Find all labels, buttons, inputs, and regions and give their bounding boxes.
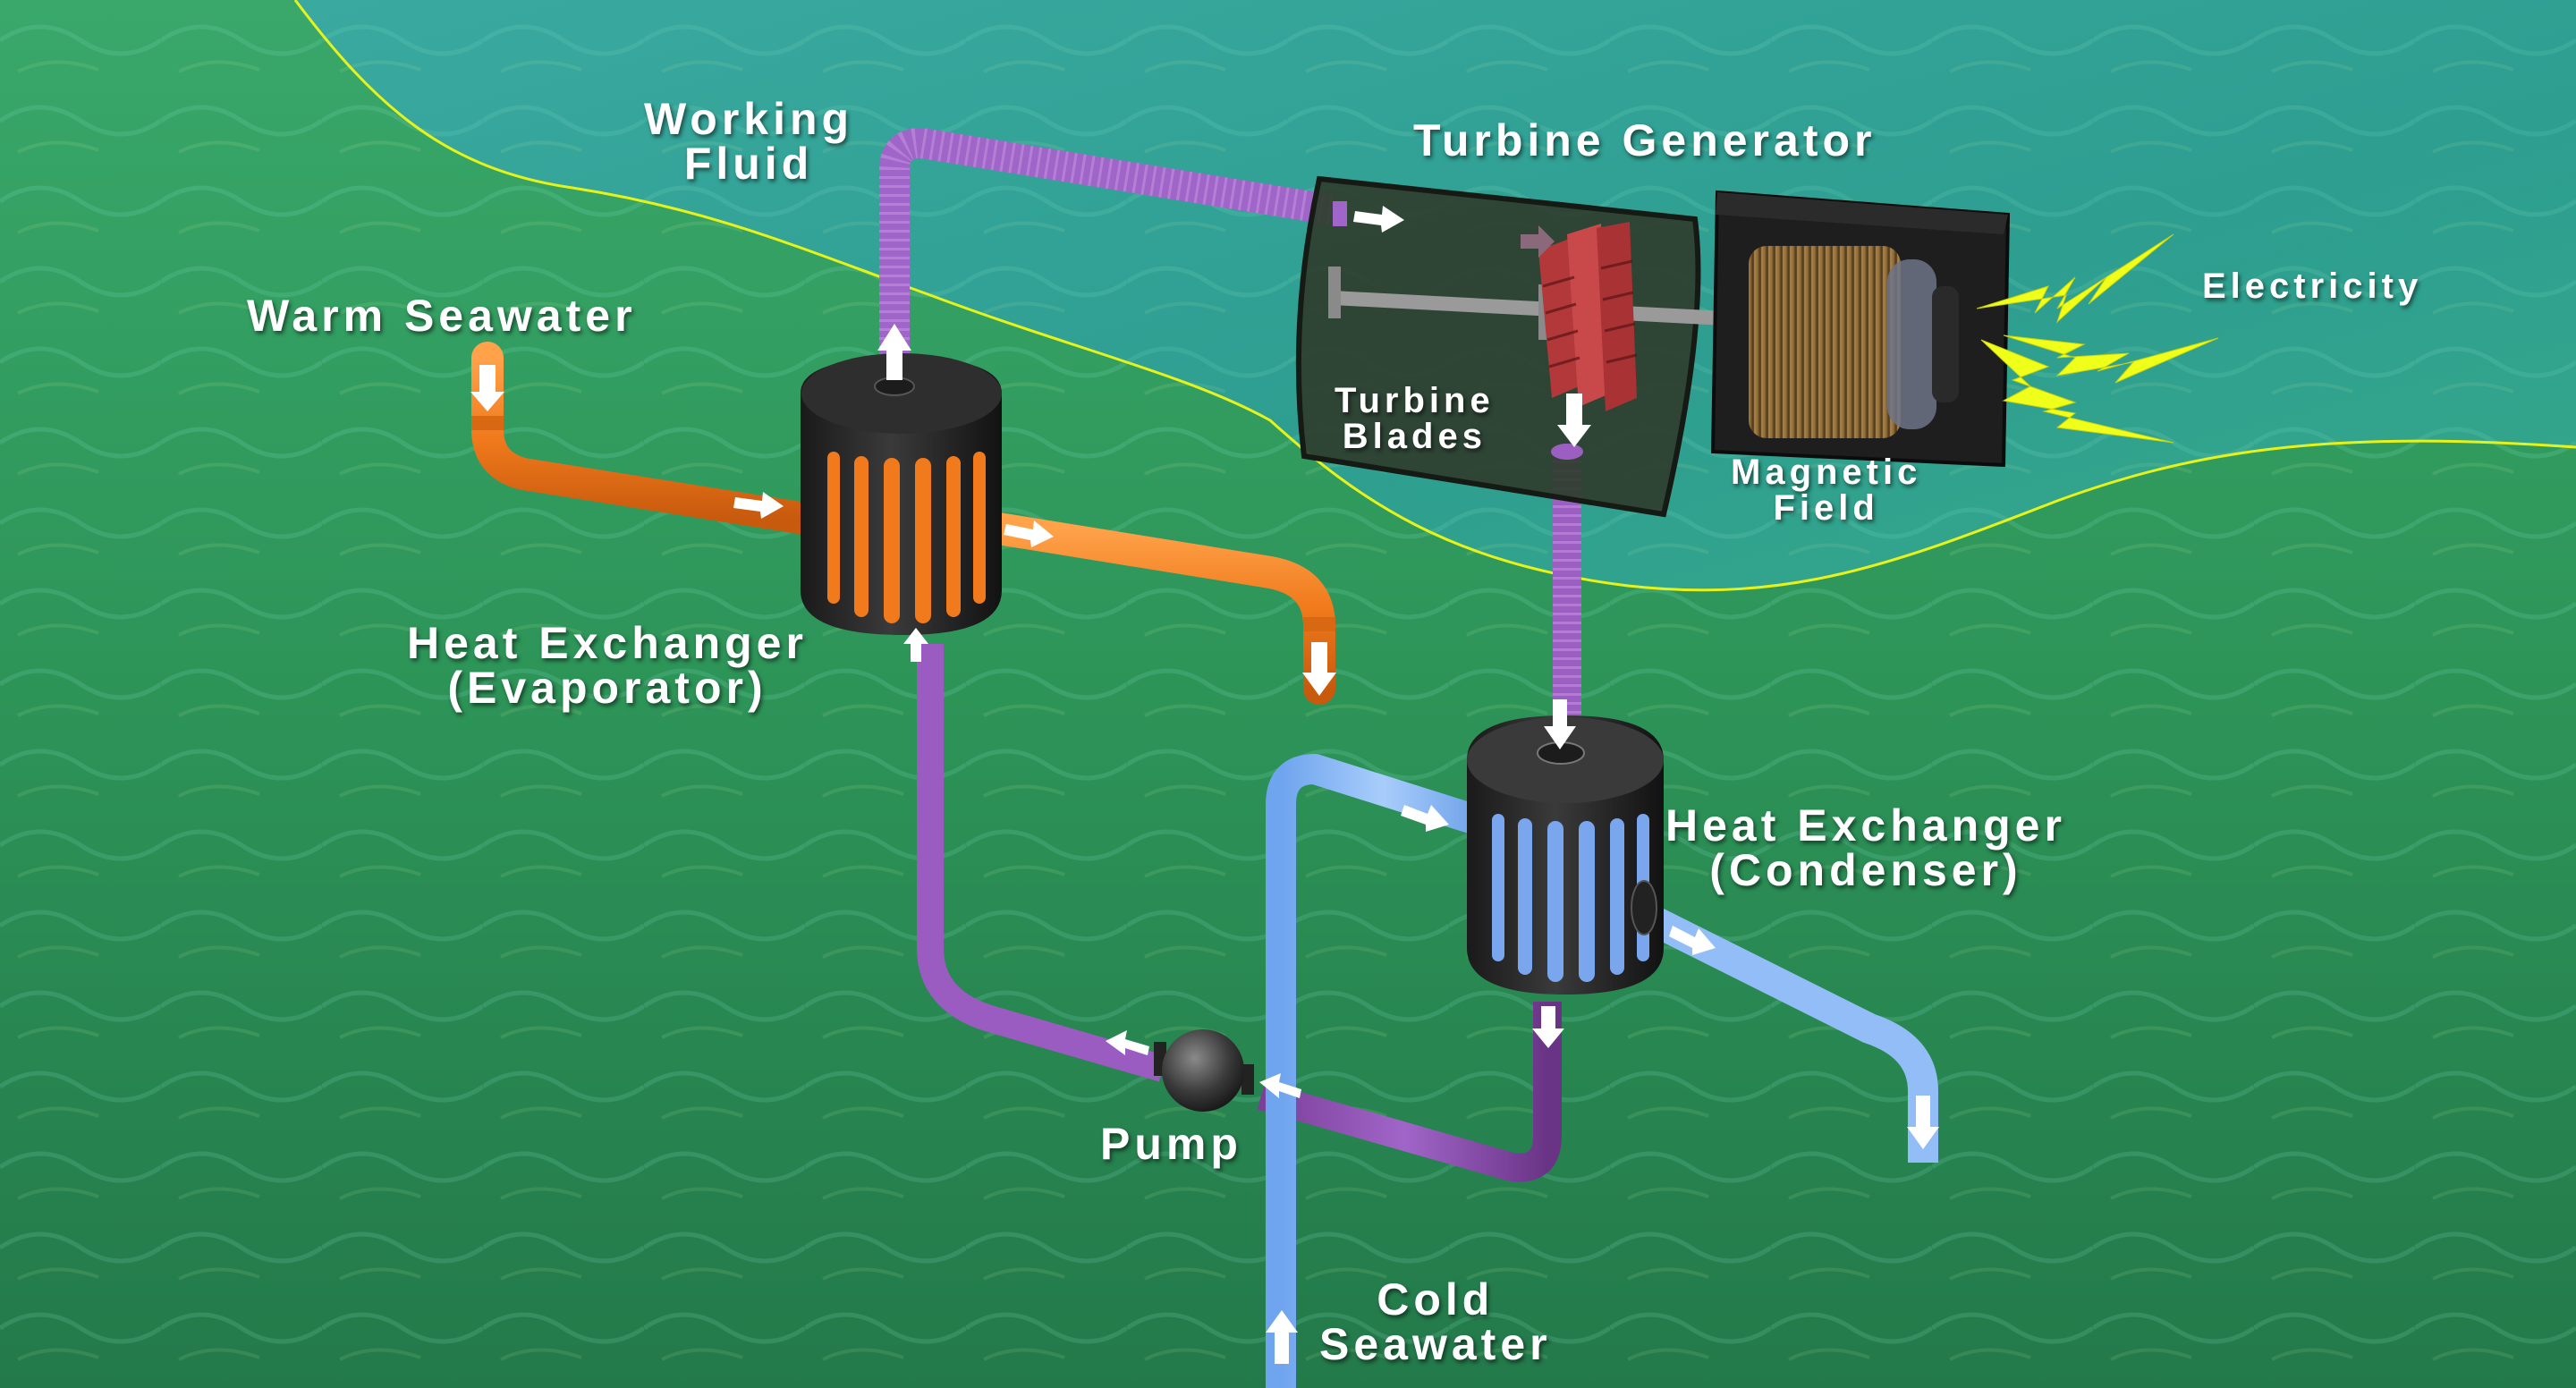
arrow-left-icon: [1106, 1030, 1149, 1055]
label-evaporator: Heat Exchanger (Evaporator): [407, 621, 808, 710]
arrow-down-icon: [1557, 394, 1591, 447]
arrow-left-icon: [1259, 1073, 1301, 1098]
condenser-heat-exchanger: [1467, 715, 1664, 994]
label-evaporator-line1: Heat Exchanger: [407, 618, 808, 668]
label-working-fluid-line2: Fluid: [683, 139, 814, 189]
label-turbine-blades: Turbine Blades: [1335, 383, 1495, 454]
label-condenser-line1: Heat Exchanger: [1665, 800, 2066, 851]
label-cold-seawater-line1: Cold: [1377, 1274, 1495, 1325]
arrow-up-icon: [877, 324, 911, 380]
arrow-right-icon: [1669, 926, 1716, 955]
turbine-blades: [1521, 222, 1638, 411]
label-magnetic-field: Magnetic Field: [1731, 454, 1921, 526]
label-condenser: Heat Exchanger (Condenser): [1665, 803, 2066, 893]
arrow-down-icon: [1532, 1006, 1564, 1048]
label-working-fluid: Working Fluid: [644, 97, 853, 186]
arrow-down-icon: [1907, 1096, 1939, 1149]
pump: [1154, 1029, 1254, 1112]
generator-coil: [1749, 246, 1901, 438]
label-electricity: Electricity: [2202, 267, 2423, 306]
turbine-flow-arrow: [1521, 225, 1555, 258]
label-turbine-blades-line1: Turbine: [1335, 381, 1495, 420]
label-pump: Pump: [1100, 1119, 1242, 1169]
warm-seawater-pipe: [471, 342, 1335, 705]
label-warm-seawater: Warm Seawater: [247, 291, 637, 341]
turbine: [1295, 175, 1717, 518]
generator: [1710, 190, 2011, 468]
label-condenser-line2: (Condenser): [1709, 845, 2022, 895]
arrow-right-icon: [1401, 805, 1449, 832]
label-magnetic-field-line1: Magnetic: [1731, 453, 1922, 492]
arrow-up-icon: [903, 628, 928, 662]
label-turbine-blades-line2: Blades: [1342, 417, 1487, 456]
cold-seawater-pipe: [1266, 754, 1938, 1388]
arrow-right-icon: [1353, 206, 1404, 233]
label-magnetic-field-line2: Field: [1773, 488, 1879, 528]
arrow-down-icon: [470, 365, 504, 411]
condenser-blue-tubes: [1492, 814, 1649, 982]
arrow-up-icon: [1266, 1310, 1298, 1364]
label-cold-seawater-line2: Seawater: [1319, 1319, 1552, 1369]
electricity-bolts: [1976, 233, 2219, 444]
evaporator-orange-tubes: [827, 452, 986, 623]
arrow-down-icon: [1302, 642, 1336, 696]
label-working-fluid-line1: Working: [644, 94, 854, 144]
flow-arrows: [470, 206, 1939, 1364]
evaporator-heat-exchanger: [801, 353, 1002, 635]
label-evaporator-line2: (Evaporator): [447, 663, 767, 713]
label-turbine-generator: Turbine Generator: [1413, 115, 1877, 165]
arrow-right-icon: [733, 492, 784, 519]
arrow-right-icon: [1004, 520, 1054, 547]
label-cold-seawater: Cold Seawater: [1319, 1277, 1552, 1367]
arrow-down-icon: [1544, 699, 1576, 749]
